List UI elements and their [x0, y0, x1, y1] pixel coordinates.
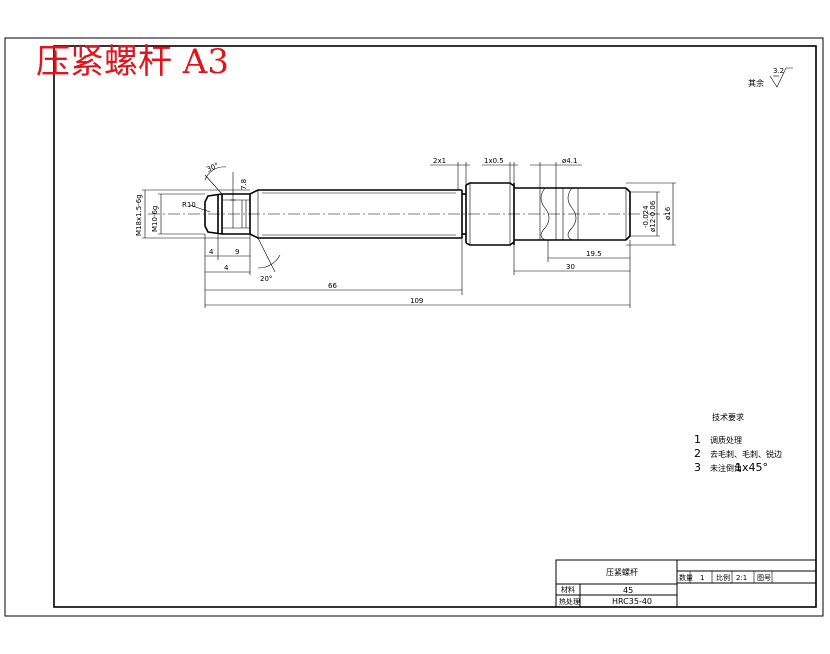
dimension-lines — [142, 162, 676, 308]
svg-text:材料: 材料 — [561, 585, 575, 594]
svg-text:45: 45 — [623, 586, 633, 595]
svg-text:2: 2 — [694, 447, 701, 460]
svg-text:M18x1.5-6g: M18x1.5-6g — [135, 194, 143, 236]
svg-text:ø4.1: ø4.1 — [562, 157, 577, 165]
svg-text:3: 3 — [694, 461, 701, 474]
svg-text:去毛刺、毛刺、锐边: 去毛刺、毛刺、锐边 — [710, 449, 782, 459]
roughness-symbol: 其余 3.2 — [748, 67, 793, 88]
svg-text:19.5: 19.5 — [586, 250, 602, 258]
svg-text:109: 109 — [410, 297, 423, 305]
svg-text:调质处理: 调质处理 — [710, 435, 742, 445]
svg-text:热处理: 热处理 — [559, 597, 580, 606]
svg-text:4: 4 — [209, 248, 214, 256]
title-block: 压紧螺杆 材料 45 热处理 HRC35-40 数量 1 比例 2:1 图号 — [555, 559, 817, 608]
svg-text:-0.024: -0.024 — [642, 205, 650, 228]
svg-text:1: 1 — [700, 574, 704, 582]
part-outline — [148, 182, 670, 246]
dimension-labels: 30° 20° R10 M18x1.5-6g M10-6g 7.8 4 9 4 … — [135, 157, 672, 305]
svg-text:R10: R10 — [182, 201, 196, 209]
svg-text:ø16: ø16 — [664, 206, 672, 220]
technical-requirements: 技术要求 1 调质处理 2 去毛刺、毛刺、锐边 3 未注倒角 1x45° — [694, 412, 782, 474]
svg-text:图号: 图号 — [757, 574, 771, 582]
svg-text:2:1: 2:1 — [736, 574, 747, 582]
svg-text:M10-6g: M10-6g — [151, 206, 159, 232]
svg-text:30°: 30° — [205, 161, 220, 174]
svg-text:2x1: 2x1 — [433, 157, 446, 165]
svg-text:其余: 其余 — [748, 78, 764, 88]
svg-text:比例: 比例 — [716, 573, 730, 582]
svg-text:30: 30 — [566, 263, 575, 271]
svg-text:压紧螺杆: 压紧螺杆 — [606, 567, 638, 577]
svg-text:1x0.5: 1x0.5 — [484, 157, 504, 165]
svg-text:1x45°: 1x45° — [735, 461, 768, 474]
svg-text:数量: 数量 — [679, 573, 693, 582]
outer-border — [4, 37, 824, 617]
svg-text:4: 4 — [224, 264, 229, 272]
svg-text:20°: 20° — [260, 275, 272, 283]
overlay-title: 压紧螺杆 A3 — [36, 42, 229, 82]
svg-text:66: 66 — [328, 282, 337, 290]
inner-frame — [53, 45, 817, 608]
svg-text:ø12-0.06: ø12-0.06 — [649, 200, 657, 232]
svg-text:1: 1 — [694, 433, 701, 446]
svg-text:9: 9 — [235, 248, 239, 256]
svg-text:技术要求: 技术要求 — [712, 412, 744, 422]
svg-text:未注倒角: 未注倒角 — [710, 463, 742, 473]
svg-text:7.8: 7.8 — [240, 179, 248, 190]
svg-text:HRC35-40: HRC35-40 — [612, 597, 652, 606]
svg-text:3.2: 3.2 — [773, 67, 784, 75]
